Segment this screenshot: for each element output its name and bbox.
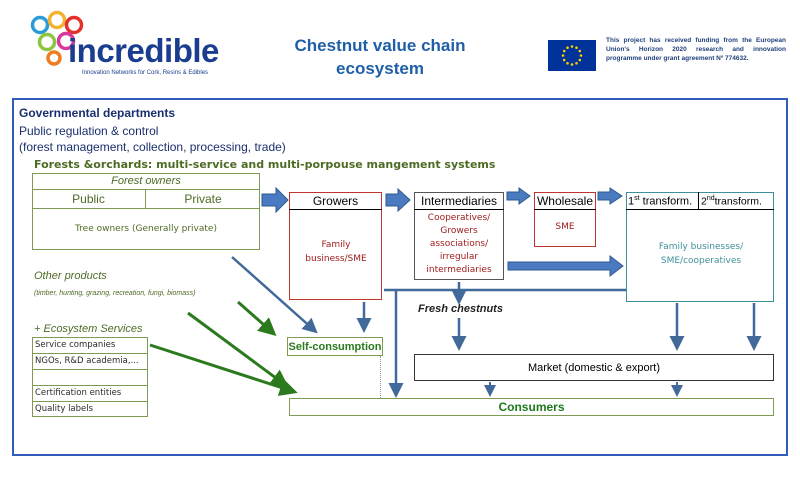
ecosystem-item xyxy=(33,370,147,386)
second-transform-label: transform. xyxy=(714,195,762,208)
incredible-logo: incredible Innovation Networks for Cork,… xyxy=(20,6,220,81)
self-consumption-dotted-divider xyxy=(380,356,381,398)
market-box: Market (domestic & export) xyxy=(414,354,774,381)
page-title-line-2: ecosystem xyxy=(336,59,424,78)
funding-statement: This project has received funding from t… xyxy=(606,37,786,62)
ecosystem-services-title: + Ecosystem Services xyxy=(34,323,143,335)
intermediaries-title: Intermediaries xyxy=(414,192,504,210)
intermediaries-body: Cooperatives/ Growers associations/ irre… xyxy=(426,213,492,275)
first-transform-header: 1st transform. xyxy=(626,192,699,210)
page-title-line-1: Chestnut value chain xyxy=(294,36,466,55)
logo-word: incredible xyxy=(68,32,219,69)
ecosystem-services-table: Service companies NGOs, R&D academia,...… xyxy=(32,337,148,417)
gov-line-1: Public regulation & control xyxy=(19,124,159,138)
second-transform-number: 2 xyxy=(701,195,707,208)
second-transform-suffix: nd xyxy=(706,195,715,202)
logo-tagline: Innovation Networks for Cork, Resins & E… xyxy=(82,70,209,76)
page-title: Chestnut value chain ecosystem xyxy=(270,34,490,80)
wholesale-title: Wholesale xyxy=(534,192,596,210)
first-transform-suffix: st xyxy=(634,195,640,202)
consumers-box: Consumers xyxy=(289,398,774,416)
growers-box xyxy=(289,192,382,300)
other-products-title: Other products xyxy=(34,270,107,282)
transformation-box xyxy=(626,192,774,302)
ecosystem-item: Certification entities xyxy=(33,386,147,402)
growers-body: Family business/SME xyxy=(305,240,367,264)
forest-owners-table xyxy=(32,173,260,250)
forest-owners-title: Forest owners xyxy=(32,173,260,190)
forest-owners-private: Private xyxy=(146,190,260,209)
ecosystem-item: Service companies xyxy=(33,338,147,354)
gov-title: Governmental departments xyxy=(19,106,176,120)
forests-heading: Forests &orchards: multi-service and mul… xyxy=(34,158,496,171)
fresh-chestnuts-label: Fresh chestnuts xyxy=(418,303,503,315)
intermediaries-box xyxy=(414,192,504,280)
first-transform-number: 1 xyxy=(628,195,635,208)
growers-title: Growers xyxy=(289,192,382,210)
logo-circles-icon xyxy=(30,10,84,66)
gov-line-2: (forest management, collection, processi… xyxy=(19,140,286,154)
transformation-body: Family businesses/ SME/cooperatives xyxy=(658,242,744,266)
ecosystem-item: Quality labels xyxy=(35,404,94,414)
wholesale-box xyxy=(534,192,596,247)
ecosystem-frame xyxy=(12,98,788,456)
ecosystem-item: NGOs, R&D academia,... xyxy=(33,354,147,370)
other-products-detail: (timber, hunting, grazing, recreation, f… xyxy=(34,290,196,297)
first-transform-label: transform. xyxy=(639,195,693,208)
forest-owners-public: Public xyxy=(32,190,146,209)
wholesale-body: SME xyxy=(555,222,575,232)
tree-owners-text: Tree owners (Generally private) xyxy=(75,224,217,234)
second-transform-header: 2ndtransform. xyxy=(699,192,774,210)
eu-flag-icon xyxy=(548,40,596,71)
self-consumption-box: Self-consumption xyxy=(287,337,383,356)
